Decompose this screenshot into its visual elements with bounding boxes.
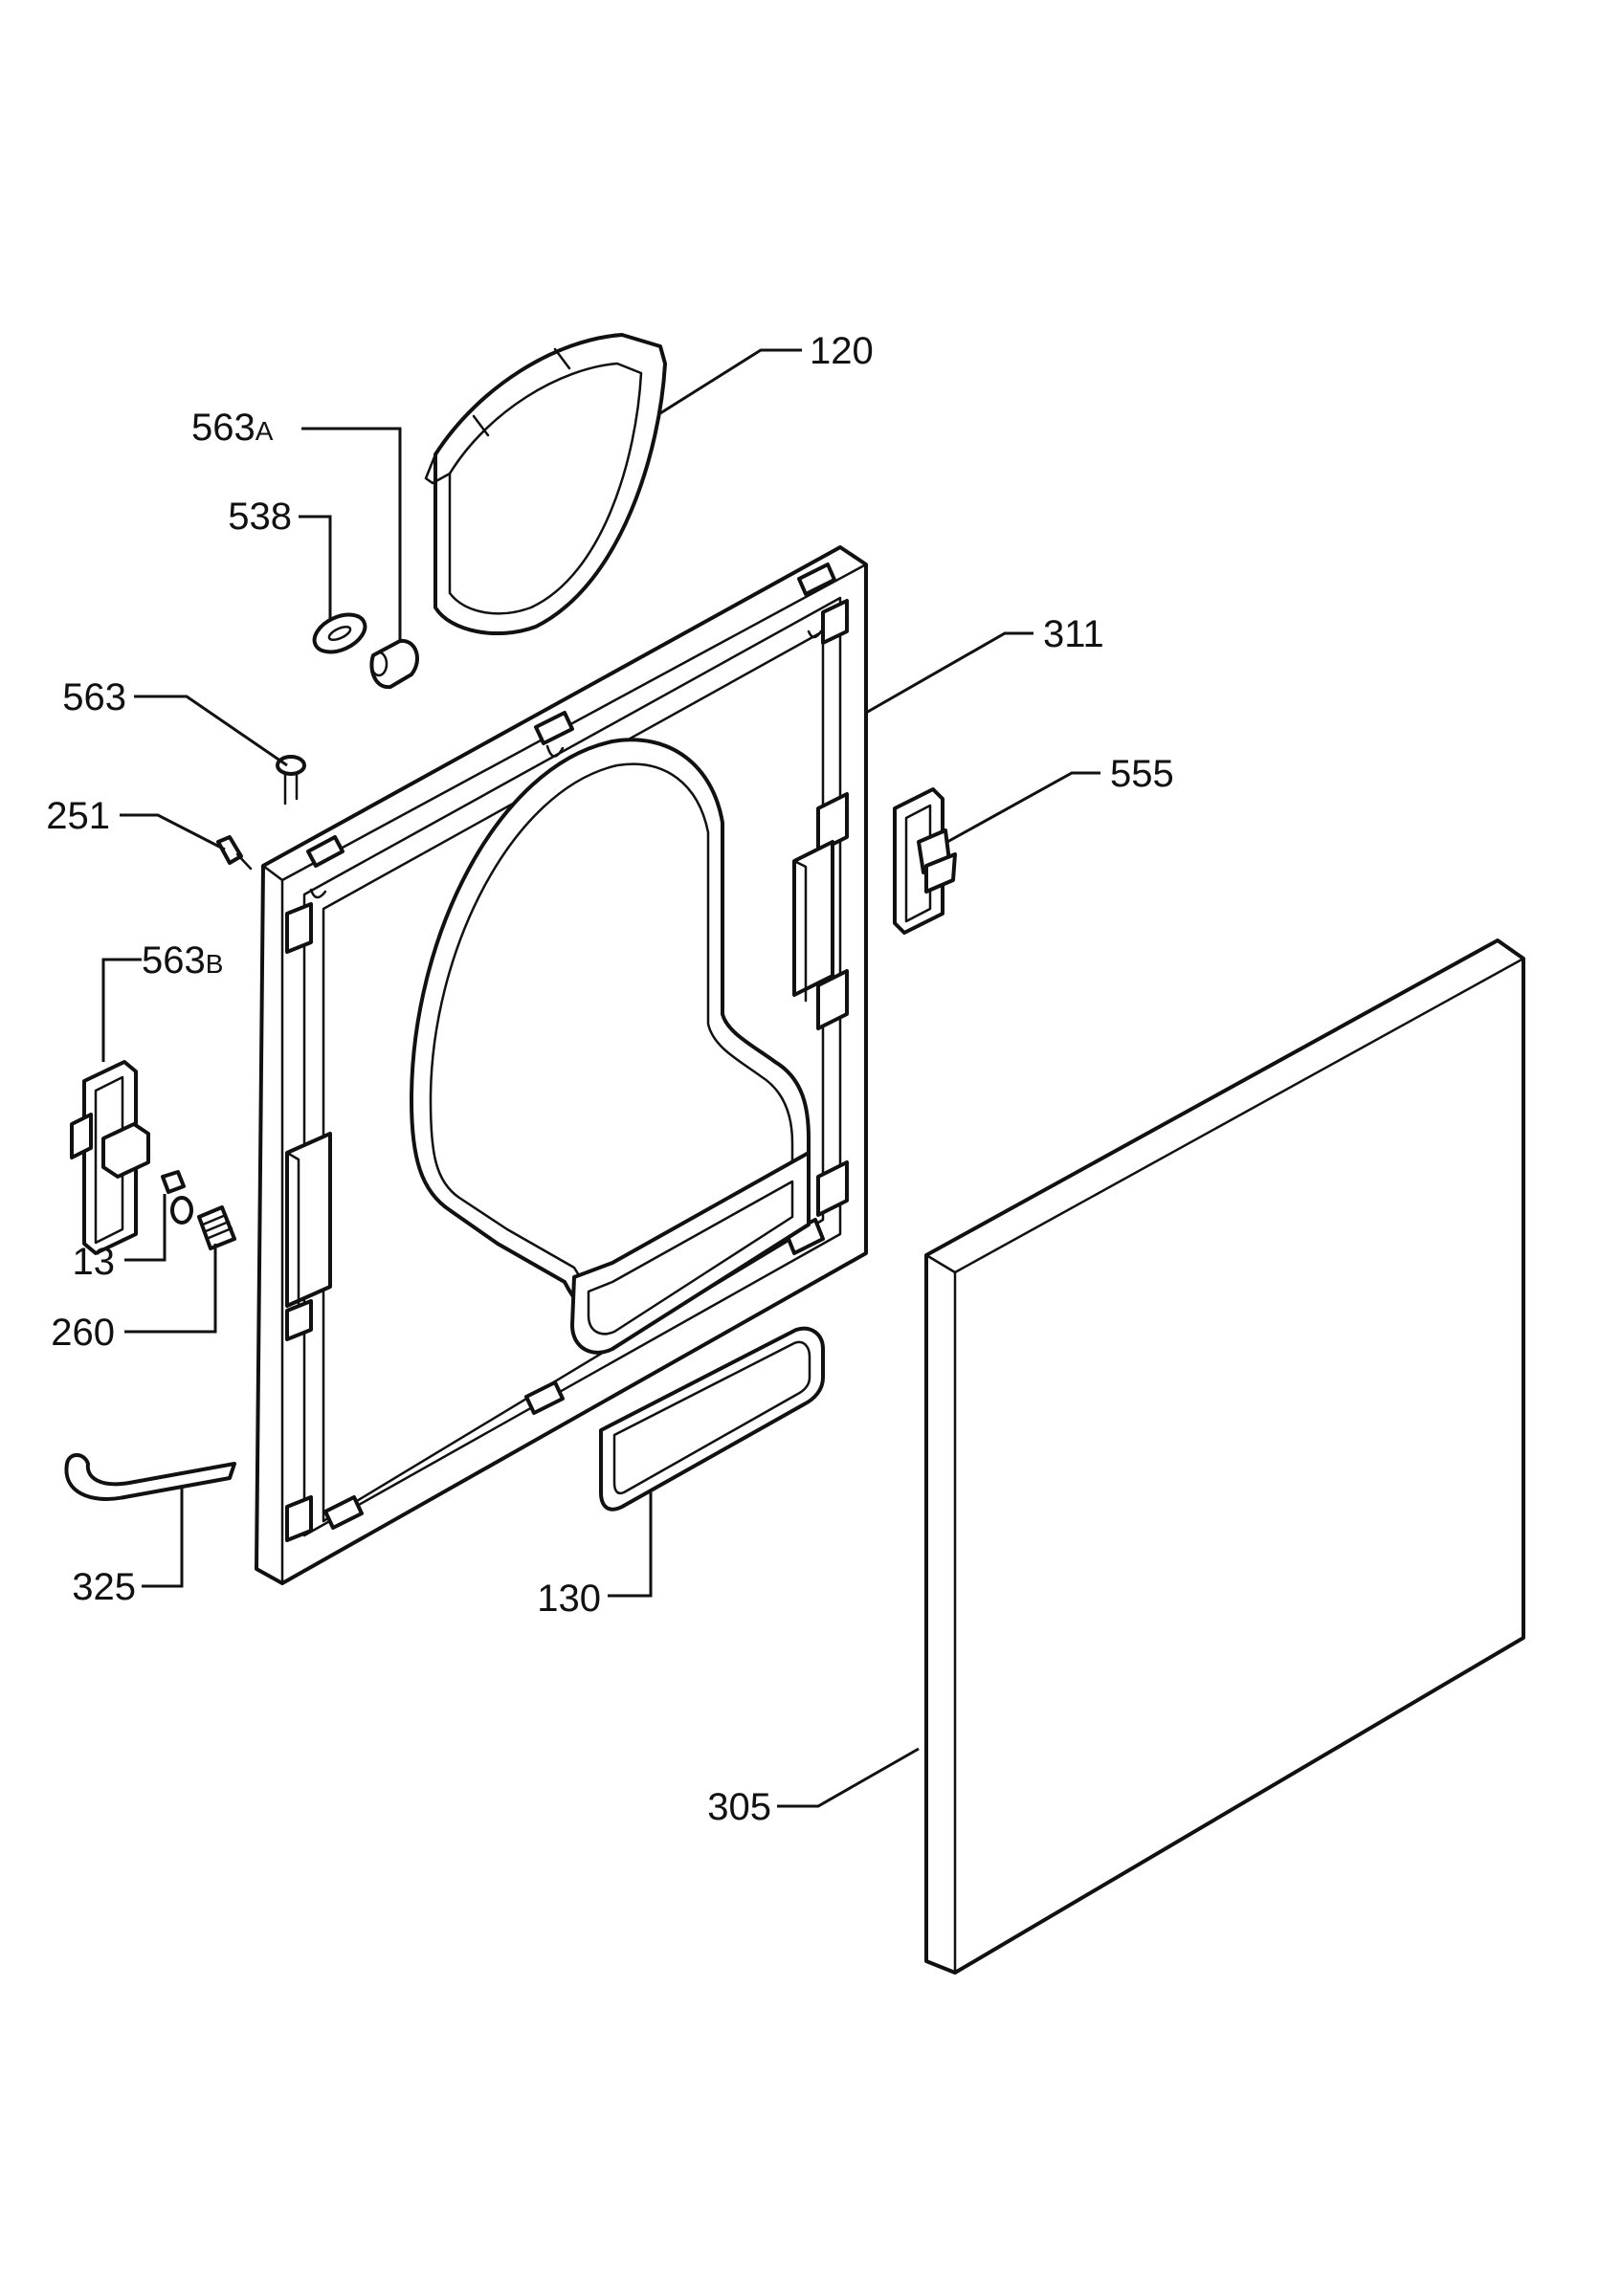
latch-555: [893, 787, 957, 935]
label-563a: 563A: [191, 407, 274, 449]
washer-538: [312, 612, 367, 654]
label-563b-number: 563: [142, 939, 206, 982]
label-130: 130: [537, 1578, 601, 1620]
label-538: 538: [228, 496, 292, 538]
label-260: 260: [51, 1312, 115, 1354]
label-325: 325: [72, 1566, 136, 1608]
knob-563a: [369, 638, 419, 690]
gasket-130: [599, 1326, 825, 1512]
label-555: 555: [1110, 753, 1174, 795]
label-563a-suffix: A: [256, 416, 274, 446]
plunger-13: [161, 1170, 186, 1194]
label-305: 305: [707, 1786, 771, 1828]
latch-563b: [70, 1060, 150, 1255]
small-parts: [64, 612, 419, 1501]
door-panel-305: [924, 938, 1525, 1975]
pin-251: [216, 835, 243, 865]
label-120: 120: [810, 330, 874, 372]
label-563a-number: 563: [191, 407, 256, 449]
label-311: 311: [1043, 613, 1104, 655]
leader-lines: [101, 348, 1100, 1808]
part-labels: 120 563A 538 311 563 555 251 563B 13 260…: [46, 330, 1174, 1828]
spring-260: [197, 1205, 236, 1250]
label-563b: 563B: [142, 939, 223, 982]
screw-563: [276, 755, 306, 776]
seal-ring-120: [424, 333, 667, 636]
label-251: 251: [46, 795, 110, 837]
label-563b-suffix: B: [206, 949, 224, 979]
label-563: 563: [62, 676, 126, 718]
cable-325: [64, 1453, 236, 1501]
door-frame-311: [255, 545, 868, 1585]
label-13: 13: [73, 1241, 116, 1283]
